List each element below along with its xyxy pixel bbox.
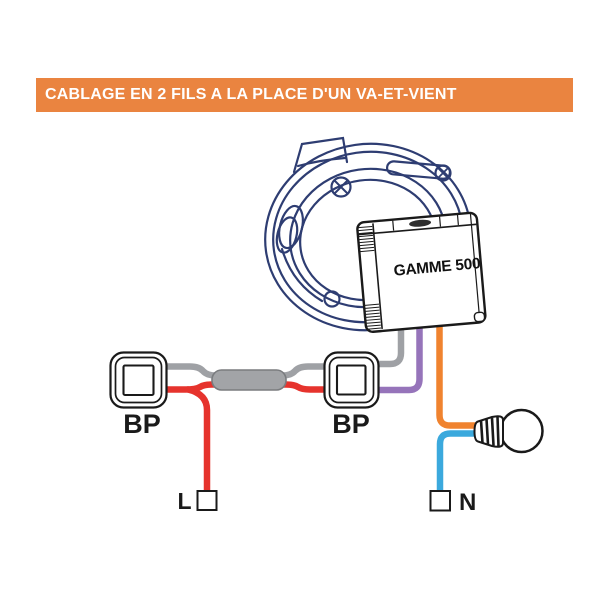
cable-sleeve <box>211 369 287 391</box>
pushbutton-right <box>323 351 380 409</box>
wire-live-feed <box>184 386 211 494</box>
pushbutton-left <box>109 351 168 409</box>
terminal-live-label: L <box>177 488 191 514</box>
wire-lamp-orange <box>436 310 484 429</box>
terminal-neutral-label: N <box>459 489 476 516</box>
pushbutton-right-label: BP <box>332 409 370 439</box>
wire-module-purple <box>366 312 423 394</box>
module-top-slot <box>409 219 432 227</box>
module-top-ticks <box>392 214 459 231</box>
wire-module-gray <box>366 316 405 368</box>
module-corner-notch <box>473 311 486 323</box>
module-grip-ribs <box>358 225 382 330</box>
box-bottom-lug <box>323 290 341 308</box>
box-top-tab <box>292 136 349 174</box>
section-title-banner: CABLAGE EN 2 FILS A LA PLACE D'UN VA-ET-… <box>36 78 573 112</box>
bulb-socket-threads <box>479 416 500 447</box>
bulb-icon <box>473 408 544 454</box>
terminal-neutral-box <box>429 490 451 512</box>
section-title: CABLAGE EN 2 FILS A LA PLACE D'UN VA-ET-… <box>45 86 457 103</box>
screw-icon <box>330 176 352 198</box>
wire-neutral-blue <box>436 430 484 494</box>
screw-icon <box>434 164 452 182</box>
terminal-live-box <box>196 490 218 511</box>
module-box: GAMME 500 <box>356 211 487 333</box>
box-top-tab-base <box>296 156 347 168</box>
box-wall-line <box>280 247 324 303</box>
pushbutton-left-label: BP <box>123 409 161 439</box>
